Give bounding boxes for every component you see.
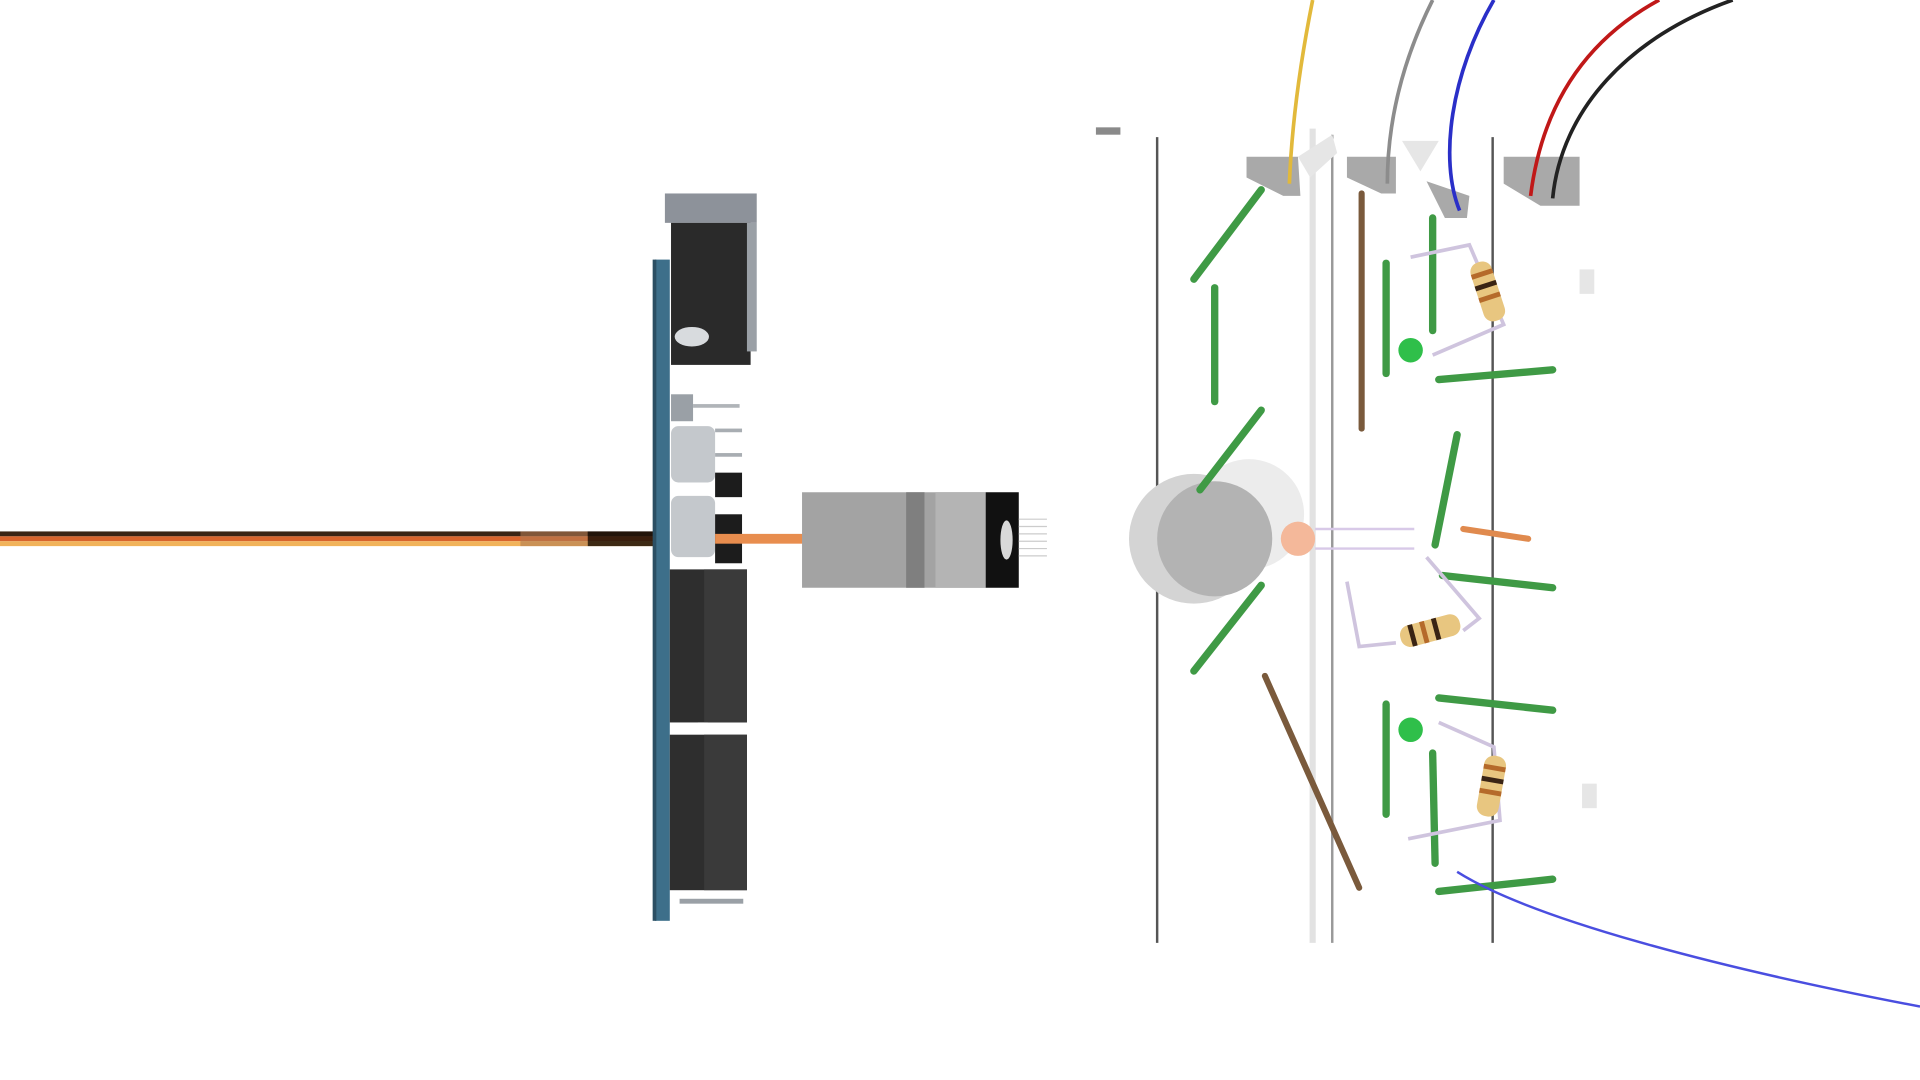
- connectors: [669, 569, 747, 904]
- ribbon-cable: [0, 531, 662, 547]
- potentiometer: [1157, 481, 1273, 597]
- brown-resistor: [1261, 672, 1363, 891]
- motor: [802, 492, 1047, 588]
- pcb-side-view: [652, 193, 804, 921]
- green-led: [1398, 717, 1423, 743]
- dc-jack: [664, 193, 757, 365]
- tan-resistors: [1399, 261, 1507, 817]
- green-components: [1190, 186, 1557, 896]
- small-components: [671, 394, 804, 564]
- wires: [1287, 0, 1920, 1008]
- green-led: [1398, 337, 1423, 363]
- top-view-board: [1095, 0, 1920, 1008]
- peach-knob: [1280, 521, 1316, 556]
